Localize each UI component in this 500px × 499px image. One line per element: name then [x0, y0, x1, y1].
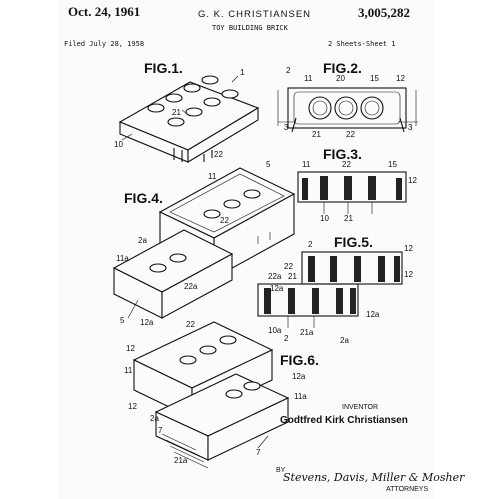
fig5-ref: 12a: [270, 284, 284, 293]
fig4-ref: 5: [266, 160, 271, 169]
fig1-ref: 22: [214, 150, 223, 159]
fig3-ref: 15: [388, 160, 397, 169]
fig5-ref: 21a: [300, 328, 314, 337]
fig2-ref: 2: [286, 66, 291, 75]
fig1-drawing: [118, 75, 260, 163]
fig4-ref: 12a: [140, 318, 154, 327]
patent-drawings: [112, 75, 418, 469]
fig5-ref: 21: [288, 272, 297, 281]
fig5-label: FIG.5.: [334, 234, 373, 250]
fig3-label: FIG.3.: [323, 146, 362, 162]
inventor-header: G. K. CHRISTIANSEN: [198, 9, 312, 20]
sheet-count: 2 Sheets-Sheet 1: [328, 40, 396, 48]
patent-number: 3,005,282: [358, 5, 410, 20]
fig3-ref: 10: [320, 214, 329, 223]
fig2-ref: 20: [336, 74, 345, 83]
fig4-label: FIG.4.: [124, 190, 163, 206]
fig5-drawing: [257, 251, 403, 328]
fig2-ref: 22: [346, 130, 355, 139]
fig4-ref: 11: [208, 172, 217, 181]
fig1-ref: 10: [114, 140, 123, 149]
fig5-ref: 2a: [340, 336, 349, 345]
fig2-label: FIG.2.: [323, 60, 362, 76]
fig6-ref: 2a: [150, 414, 159, 423]
fig6-ref: 11a: [294, 392, 307, 401]
fig6-drawing: [132, 321, 290, 469]
fig6-ref: 21a: [174, 456, 188, 465]
fig1-ref: 1: [240, 68, 245, 77]
fig2-ref: 12: [396, 74, 405, 83]
attorneys-label: ATTORNEYS: [386, 486, 429, 493]
fig5-ref: 12a: [366, 310, 380, 319]
fig2-ref: 11: [304, 74, 313, 83]
fig3-ref: 21: [344, 214, 353, 223]
fig5-ref: 10a: [268, 326, 282, 335]
fig2-ref: 15: [370, 74, 379, 83]
by-label: BY: [276, 467, 286, 474]
fig2-ref: 3: [408, 123, 413, 132]
inventor-name: Godtfred Kirk Christiansen: [280, 415, 408, 426]
fig1-ref: 21: [172, 108, 181, 117]
fig3-ref: 22: [342, 160, 351, 169]
inventor-label: INVENTOR: [342, 404, 379, 411]
fig5-ref: 22: [284, 262, 293, 271]
fig1-label: FIG.1.: [144, 60, 183, 76]
patent-title: TOY BUILDING BRICK: [212, 24, 288, 32]
fig6-ref: 12: [128, 402, 137, 411]
fig4-ref: 22a: [184, 282, 198, 291]
fig4-ref: 5: [120, 316, 125, 325]
fig2-drawing: [277, 87, 418, 133]
patent-date: Oct. 24, 1961: [68, 4, 141, 19]
fig4-ref: 2a: [138, 236, 147, 245]
fig6-label: FIG.6.: [280, 352, 319, 368]
patent-header: Oct. 24, 1961 G. K. CHRISTIANSEN 3,005,2…: [58, 0, 434, 60]
fig6-ref: 7: [256, 448, 261, 457]
fig6-ref: 7: [158, 426, 163, 435]
patent-sheet: Oct. 24, 1961 G. K. CHRISTIANSEN 3,005,2…: [58, 0, 464, 499]
fig6-ref: 2: [284, 334, 289, 343]
fig6-ref: 12a: [292, 372, 306, 381]
fig5-ref: 2: [308, 240, 313, 249]
fig3-ref: 12: [408, 176, 417, 185]
fig2-ref: 3: [284, 123, 289, 132]
fig3-ref: 11: [302, 160, 311, 169]
fig6-ref: 12: [126, 344, 135, 353]
fig4-drawing: [112, 167, 296, 319]
fig3-drawing: [297, 171, 407, 214]
fig5-ref: 22a: [268, 272, 282, 281]
fig5-ref: 12: [404, 244, 413, 253]
fig2-ref: 21: [312, 130, 321, 139]
attorney-signature: Stevens, Davis, Miller & Mosher: [283, 471, 465, 484]
fig6-ref: 22: [186, 320, 195, 329]
fig6-ref: 11: [124, 366, 133, 375]
fig5-ref: 12: [404, 270, 413, 279]
filed-date: Filed July 28, 1958: [64, 40, 145, 48]
fig4-ref: 11a: [116, 254, 129, 263]
fig4-ref: 22: [220, 216, 229, 225]
